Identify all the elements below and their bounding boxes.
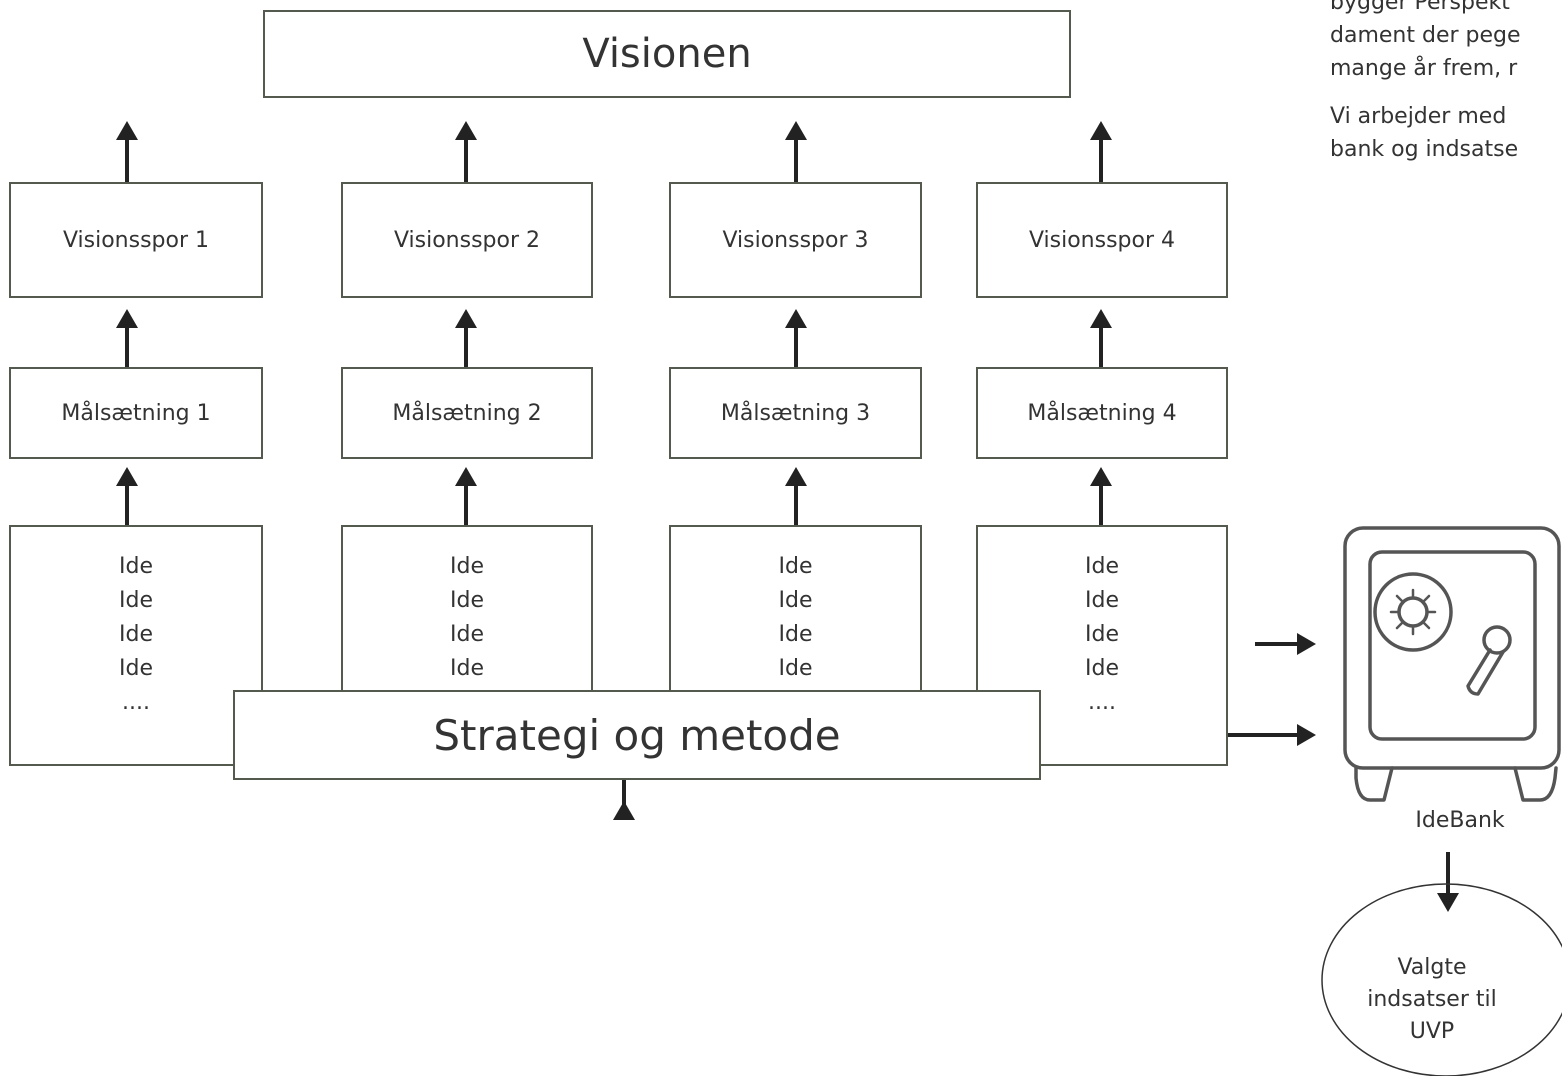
side-text-line: bank og indsatse bbox=[1330, 137, 1519, 162]
track-box-1: Visionsspor 1 bbox=[9, 182, 263, 298]
side-text-line: dament der pege bbox=[1330, 23, 1521, 48]
goal-box-1: Målsætning 1 bbox=[9, 367, 263, 459]
side-paragraph-1: bygger Perspekt dament der pege mange år… bbox=[1330, 0, 1562, 85]
side-text-line: mange år frem, r bbox=[1330, 56, 1518, 81]
ideas-box-1: Ide Ide Ide Ide .... bbox=[9, 525, 263, 766]
arrowhead-goal4-to-track4 bbox=[1090, 309, 1112, 328]
track-box-4: Visionsspor 4 bbox=[976, 182, 1228, 298]
vision-title: Visionen bbox=[582, 31, 752, 77]
strategy-box: Strategi og metode bbox=[233, 690, 1041, 780]
selected-efforts-label: Valgte indsatser til UVP bbox=[1322, 952, 1542, 1048]
arrowhead-track4-to-vision bbox=[1090, 121, 1112, 140]
idea-item: Ide bbox=[450, 588, 484, 613]
idea-item: Ide bbox=[450, 656, 484, 681]
idea-item: Ide bbox=[119, 622, 153, 647]
arrowhead-ideas1-to-goal1 bbox=[116, 467, 138, 486]
goal-label: Målsætning 2 bbox=[392, 400, 542, 426]
track-box-3: Visionsspor 3 bbox=[669, 182, 922, 298]
side-paragraph-2: Vi arbejder med bank og indsatse bbox=[1330, 100, 1562, 166]
idea-item: Ide bbox=[778, 656, 813, 681]
track-label: Visionsspor 2 bbox=[393, 227, 541, 253]
vision-box: Visionen bbox=[263, 10, 1071, 98]
goal-box-2: Målsætning 2 bbox=[341, 367, 593, 459]
arrowhead-ideas4-to-goal4 bbox=[1090, 467, 1112, 486]
track-label: Visionsspor 4 bbox=[1028, 227, 1176, 253]
selected-line: indsatser til bbox=[1367, 987, 1497, 1012]
arrowhead-strategy-to-ideas bbox=[613, 801, 635, 820]
track-label: Visionsspor 1 bbox=[62, 227, 210, 253]
selected-line: Valgte bbox=[1397, 955, 1467, 980]
arrowhead-goal1-to-track1 bbox=[116, 309, 138, 328]
idea-item: Ide bbox=[119, 656, 153, 681]
side-text-line: Vi arbejder med bbox=[1330, 104, 1507, 129]
idea-item: Ide bbox=[778, 622, 813, 647]
idea-item: Ide bbox=[778, 588, 813, 613]
arrowhead-track2-to-vision bbox=[455, 121, 477, 140]
idea-item: .... bbox=[1088, 690, 1116, 715]
goal-label: Målsætning 4 bbox=[1027, 400, 1177, 426]
idea-item: .... bbox=[122, 690, 150, 715]
arrowhead-goal2-to-track2 bbox=[455, 309, 477, 328]
arrowhead-goal3-to-track3 bbox=[785, 309, 807, 328]
goal-box-3: Målsætning 3 bbox=[669, 367, 922, 459]
goal-label: Målsætning 3 bbox=[720, 400, 871, 426]
arrowhead-ideas-to-idebank bbox=[1297, 633, 1316, 655]
goal-label: Målsætning 1 bbox=[61, 400, 211, 426]
strategy-title: Strategi og metode bbox=[433, 710, 841, 760]
idea-item: Ide bbox=[1085, 656, 1119, 681]
arrowhead-track1-to-vision bbox=[116, 121, 138, 140]
idea-item: Ide bbox=[450, 554, 484, 579]
idebank-label: IdeBank bbox=[1415, 808, 1505, 833]
idea-item: Ide bbox=[1085, 554, 1119, 579]
goal-box-4: Målsætning 4 bbox=[976, 367, 1228, 459]
arrowhead-strategy-to-selected bbox=[1297, 724, 1316, 746]
track-label: Visionsspor 3 bbox=[722, 227, 869, 253]
side-text-line: bygger Perspekt bbox=[1330, 0, 1510, 15]
selected-line: UVP bbox=[1409, 1019, 1455, 1044]
safe-icon bbox=[1343, 526, 1561, 802]
arrowhead-ideas3-to-goal3 bbox=[785, 467, 807, 486]
idea-item: Ide bbox=[450, 622, 484, 647]
side-description: bygger Perspekt dament der pege mange år… bbox=[1330, 0, 1562, 181]
idea-item: Ide bbox=[1085, 588, 1119, 613]
arrowhead-idebank-to-selected bbox=[1437, 893, 1459, 912]
idea-item: Ide bbox=[1085, 622, 1119, 647]
track-box-2: Visionsspor 2 bbox=[341, 182, 593, 298]
idea-item: Ide bbox=[778, 554, 813, 579]
idea-item: Ide bbox=[119, 588, 153, 613]
arrowhead-track3-to-vision bbox=[785, 121, 807, 140]
selected-efforts-ellipse bbox=[1321, 883, 1562, 1076]
arrowhead-ideas2-to-goal2 bbox=[455, 467, 477, 486]
idea-item: Ide bbox=[119, 554, 153, 579]
